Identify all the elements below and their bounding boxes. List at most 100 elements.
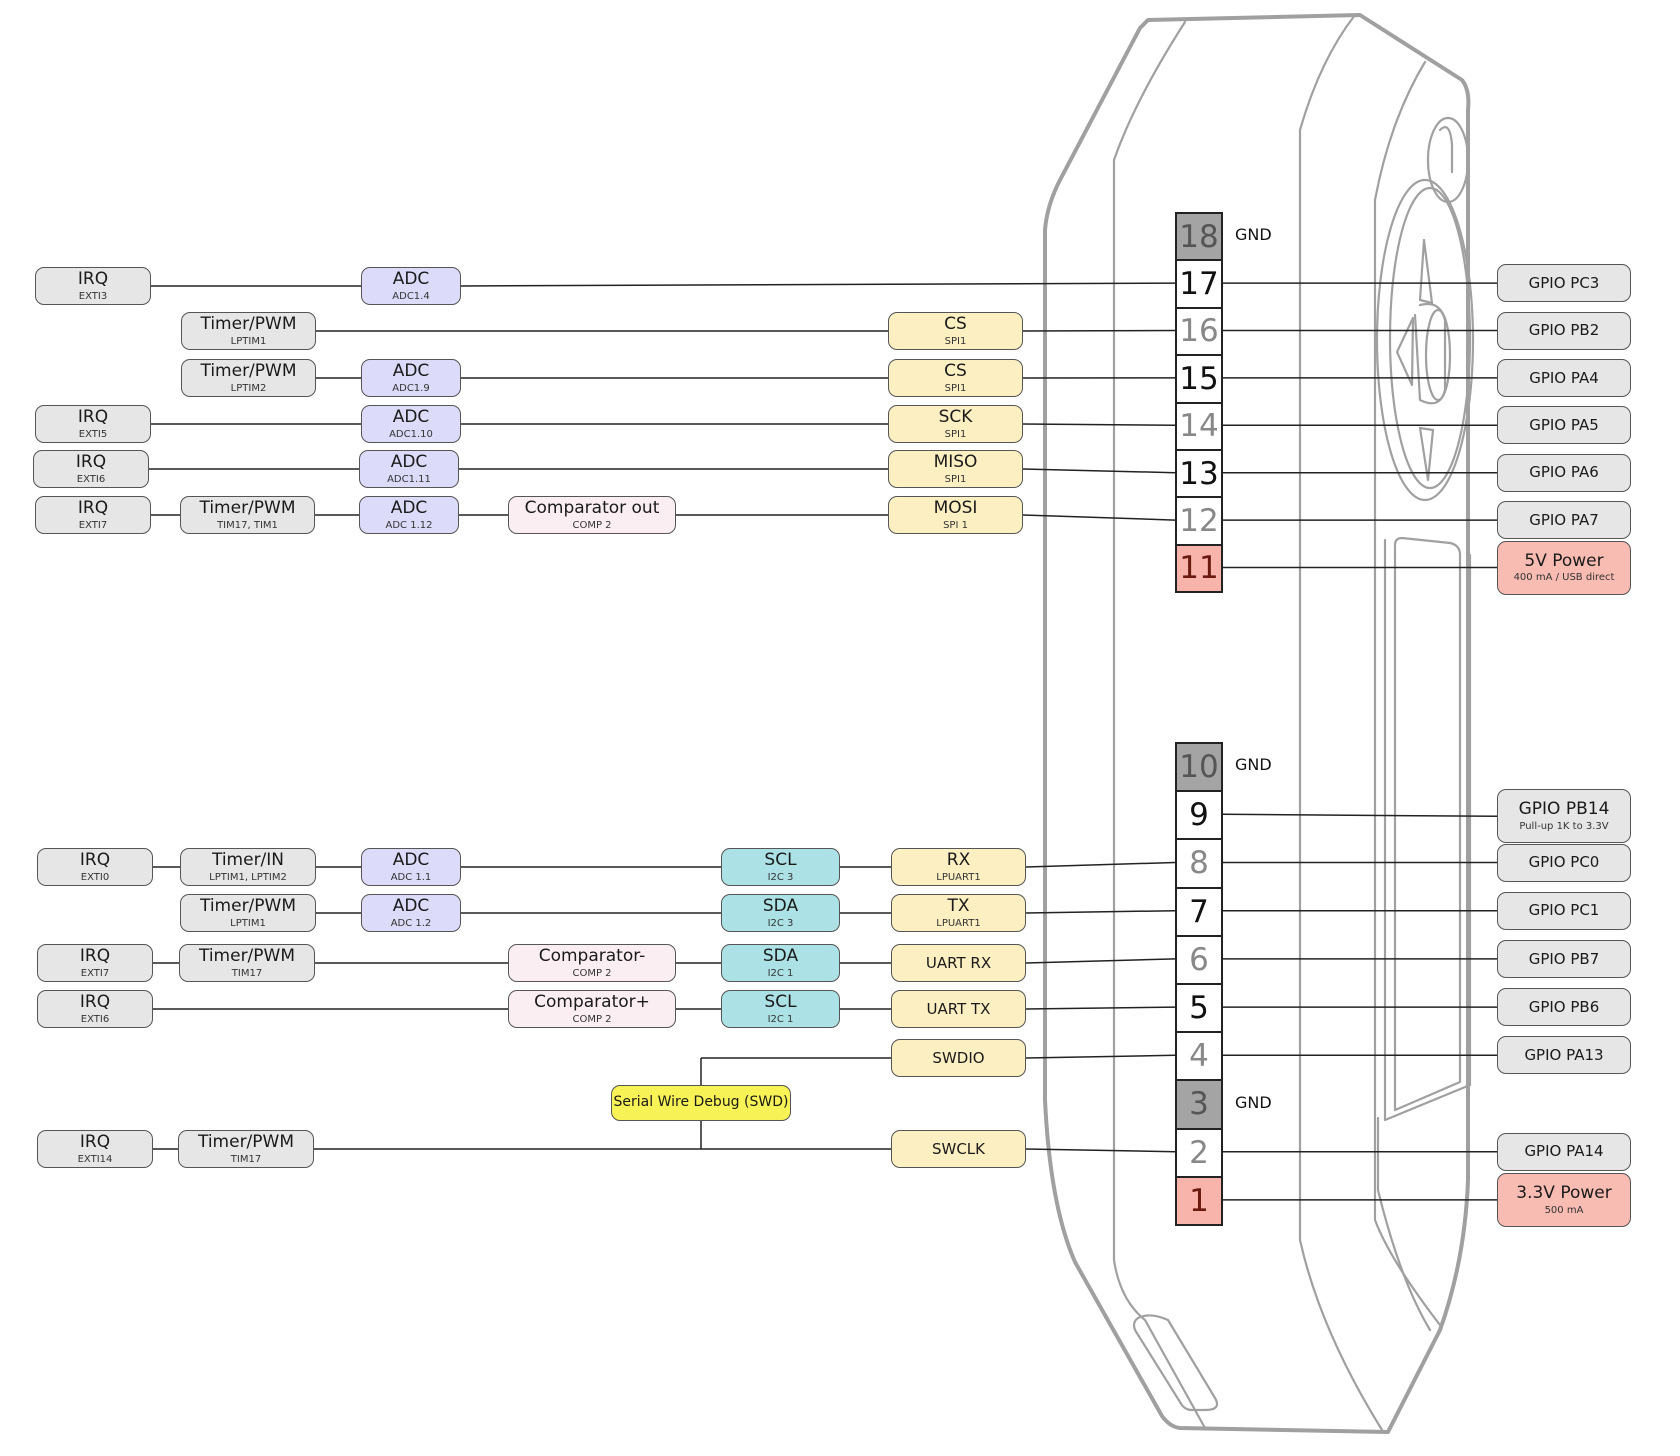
function-box-pin6-comparator--subtitle: COMP 2 [572,967,612,979]
function-box-pin7-sda-title: SDA [762,896,799,917]
gpio-label-pin-14[interactable]: GPIO PA5 [1497,406,1631,445]
gpio-label-pin-16[interactable]: GPIO PB2 [1497,311,1631,350]
gpio-label-pin-4[interactable]: GPIO PA13 [1497,1036,1631,1075]
pin-3[interactable]: 3 [1175,1079,1223,1130]
side-slot-outline [1376,536,1472,1332]
pin-14[interactable]: 14 [1175,401,1223,451]
gpio-label-pin-2[interactable]: GPIO PA14 [1497,1132,1631,1171]
function-box-pin7-sda-subtitle: I2C 3 [767,917,794,929]
pin-2[interactable]: 2 [1175,1127,1223,1178]
function-box-pin16-cs-subtitle: SPI1 [944,335,967,347]
gpio-label-pin-9-title: GPIO PB14 [1518,799,1610,820]
pin-15[interactable]: 15 [1175,354,1223,404]
gpio-label-pin-13[interactable]: GPIO PA6 [1497,453,1631,492]
pin-5[interactable]: 5 [1175,983,1223,1034]
function-box-pin8-rx-subtitle: LPUART1 [936,871,981,883]
function-box-pin5-comparator-[interactable]: Comparator+COMP 2 [508,990,676,1028]
swd-box[interactable]: Serial Wire Debug (SWD) [611,1085,791,1121]
function-box-pin7-adc-title: ADC [392,896,430,917]
function-box-pin8-adc-title: ADC [392,850,430,871]
function-box-pin6-comparator-[interactable]: Comparator-COMP 2 [508,944,676,982]
pin-12[interactable]: 12 [1175,496,1223,546]
gpio-label-pin-17[interactable]: GPIO PC3 [1497,264,1631,303]
function-box-pin14-irq-title: IRQ [77,407,109,428]
pin-6[interactable]: 6 [1175,934,1223,985]
pin-18[interactable]: 18 [1175,212,1223,262]
pin-16[interactable]: 16 [1175,306,1223,357]
function-box-pin16-timer-pwm-subtitle: LPTIM1 [230,335,267,347]
function-box-pin4-swdio-title: SWDIO [932,1048,985,1067]
function-box-pin4-swdio[interactable]: SWDIO [891,1039,1026,1077]
gpio-label-pin-14-title: GPIO PA5 [1529,416,1599,435]
function-box-pin2-irq-title: IRQ [79,1132,111,1153]
pin-17[interactable]: 17 [1175,259,1223,309]
gpio-label-pin-15[interactable]: GPIO PA4 [1497,358,1631,397]
pin-9[interactable]: 9 [1175,790,1223,841]
pin-8[interactable]: 8 [1175,838,1223,889]
function-box-pin15-timer-pwm-title: Timer/PWM [200,361,297,382]
gpio-label-pin-15-title: GPIO PA4 [1529,368,1599,387]
function-box-pin2-swclk[interactable]: SWCLK [891,1130,1026,1168]
pin-4[interactable]: 4 [1175,1031,1223,1082]
pin-1[interactable]: 1 [1175,1175,1223,1226]
function-box-pin6-irq-subtitle: EXTI7 [80,967,110,979]
function-box-pin6-uart-rx-title: UART RX [925,953,992,972]
gpio-label-pin-5[interactable]: GPIO PB6 [1497,988,1631,1027]
function-box-pin6-comparator--title: Comparator- [538,946,646,967]
gpio-label-pin-7[interactable]: GPIO PC1 [1497,891,1631,930]
gnd-label: GND [1235,224,1272,244]
pin-7[interactable]: 7 [1175,886,1223,937]
pin-13[interactable]: 13 [1175,449,1223,499]
wire-pin-13-to-header [1022,468,1176,474]
function-box-pin5-uart-tx[interactable]: UART TX [891,990,1026,1028]
pin-10[interactable]: 10 [1175,742,1223,793]
function-box-pin12-comparator-out-subtitle: COMP 2 [572,519,612,531]
gpio-label-pin-8[interactable]: GPIO PC0 [1497,843,1631,882]
pin-11[interactable]: 11 [1175,543,1223,594]
function-box-pin16-timer-pwm-title: Timer/PWM [200,314,297,335]
gpio-label-pin-12[interactable]: GPIO PA7 [1497,501,1631,540]
function-box-pin6-uart-rx[interactable]: UART RX [891,944,1026,982]
gpio-label-pin-6[interactable]: GPIO PB7 [1497,939,1631,978]
bottom-port-outline [1132,1314,1219,1412]
function-box-pin15-adc-subtitle: ADC1.9 [392,382,430,394]
